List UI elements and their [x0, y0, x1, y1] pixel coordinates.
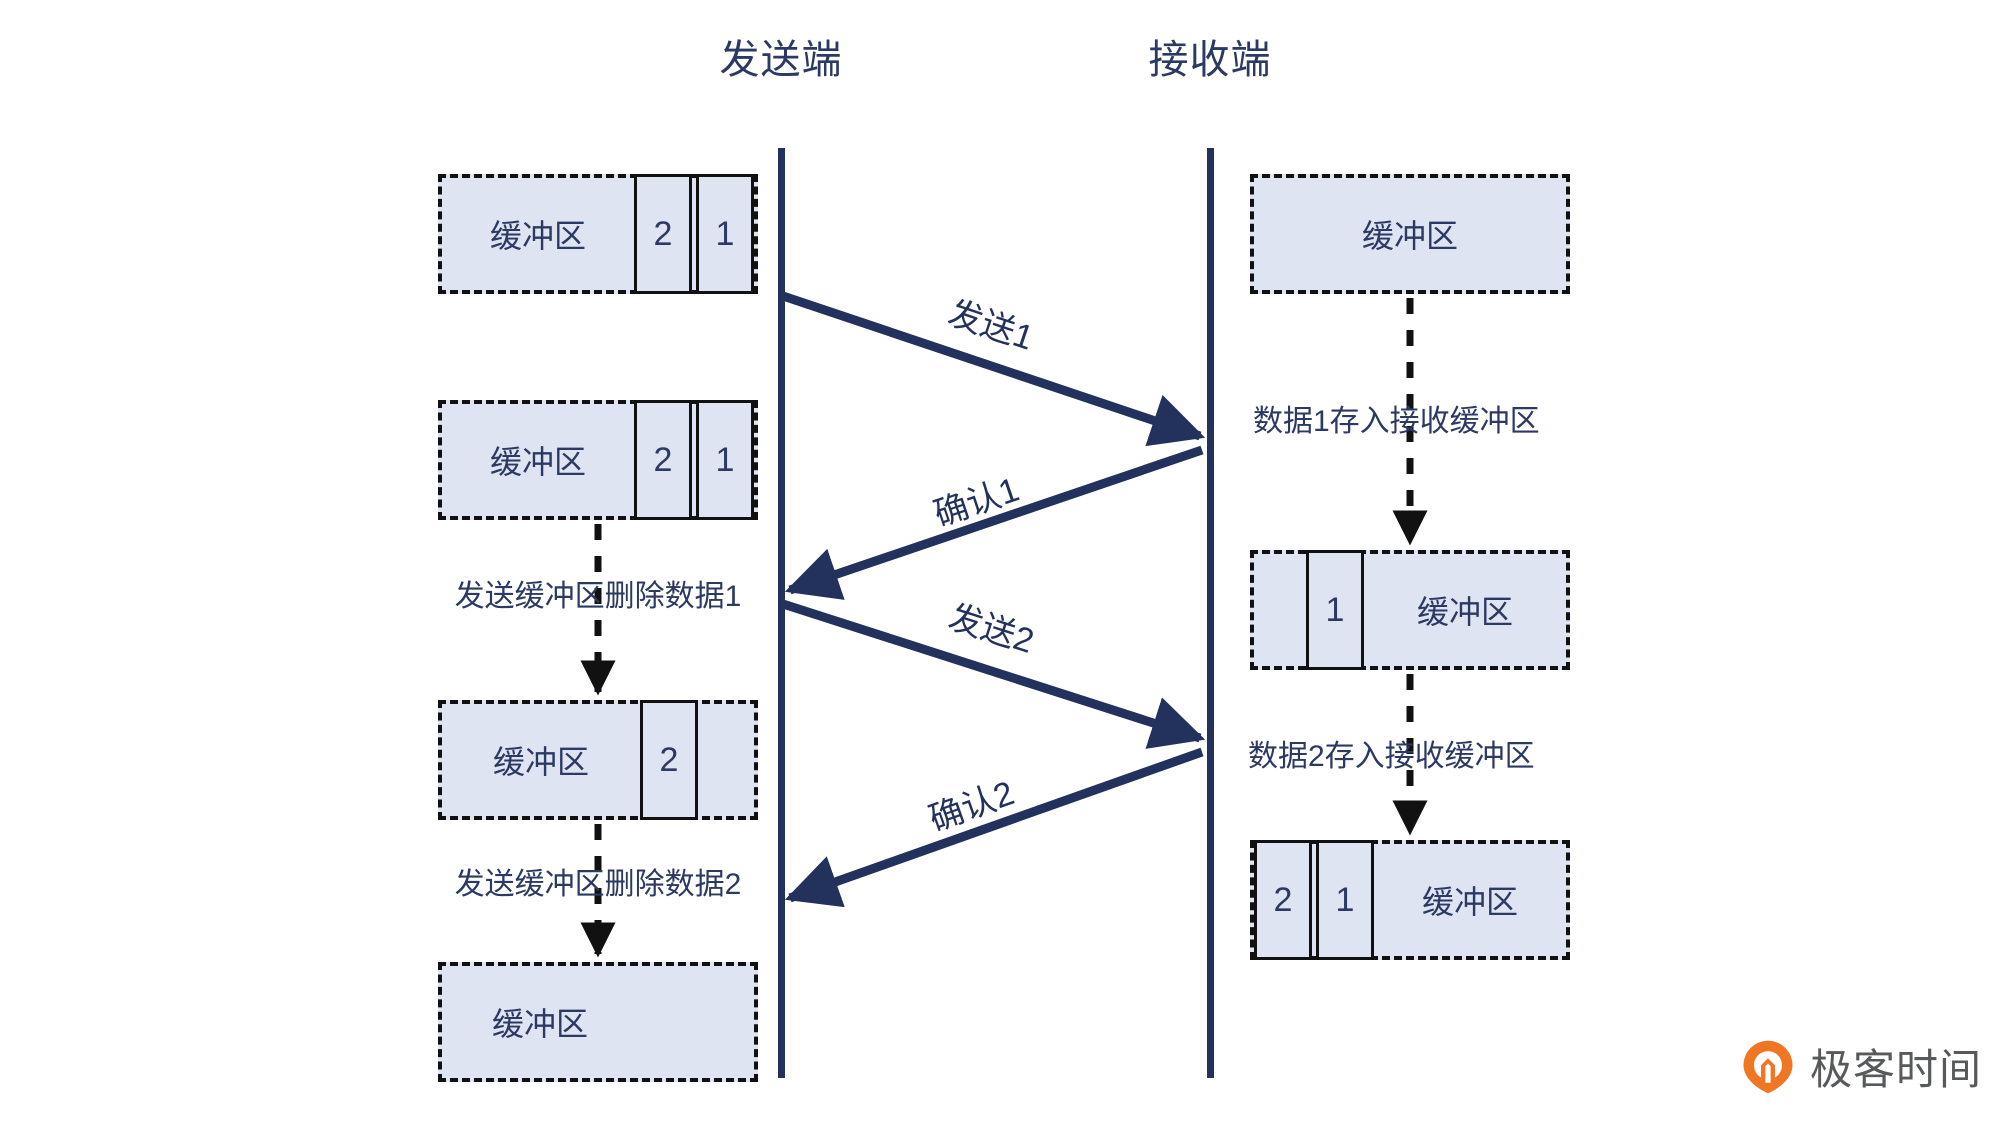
- buffer-label: 缓冲区: [489, 444, 586, 480]
- receiver-annot-1: 数据1存入接收缓冲区: [1253, 405, 1540, 438]
- receiver-lifeline: [1207, 148, 1214, 1078]
- sender-state-3: 缓冲区 2: [438, 700, 758, 820]
- sender-state-1: 缓冲区 2 1: [438, 174, 758, 294]
- buffer-label: 缓冲区: [492, 744, 589, 780]
- message-send-1-label: 发送1: [943, 294, 1039, 358]
- message-confirm-1-label: 确认1: [929, 470, 1024, 535]
- buffer-cell: 2: [634, 400, 692, 520]
- message-confirm-2-label: 确认2: [924, 774, 1019, 839]
- receiver-state-3: 2 1 缓冲区: [1250, 840, 1570, 960]
- sender-annot-2: 发送缓冲区删除数据2: [454, 868, 742, 901]
- buffer-label: 缓冲区: [1416, 594, 1513, 630]
- message-confirm-1-arrow: [784, 445, 1204, 600]
- buffer-cell: 2: [1254, 840, 1312, 960]
- message-confirm-2-arrow: [784, 747, 1204, 908]
- buffer-cell: 2: [640, 700, 698, 820]
- receiver-column-title: 接收端: [1148, 38, 1272, 82]
- sender-annot-1: 发送缓冲区删除数据1: [454, 580, 742, 613]
- buffer-label: 缓冲区: [489, 218, 586, 254]
- receiver-state-2: 1 缓冲区: [1250, 550, 1570, 670]
- receiver-state-1: 缓冲区: [1250, 174, 1570, 294]
- brand-wordmark: 极客时间: [1810, 1046, 1983, 1093]
- buffer-cell: 1: [1306, 550, 1364, 670]
- location-pin-icon: [1743, 1040, 1793, 1093]
- sender-state-4: 缓冲区: [438, 962, 758, 1082]
- buffer-label: 缓冲区: [1421, 884, 1518, 920]
- sender-lifeline: [778, 148, 785, 1078]
- buffer-empty-slot: [698, 704, 754, 816]
- buffer-cell: 1: [696, 400, 754, 520]
- buffer-empty-slot: [1254, 554, 1306, 666]
- receiver-annot-2: 数据2存入接收缓冲区: [1248, 740, 1535, 773]
- message-send-2-label: 发送2: [943, 598, 1039, 661]
- brand-logo: 极客时间: [1740, 1036, 1982, 1097]
- sender-column-title: 发送端: [719, 38, 843, 82]
- buffer-cell: 1: [1316, 840, 1374, 960]
- sender-state-2: 缓冲区 2 1: [438, 400, 758, 520]
- buffer-cell: 2: [634, 174, 692, 294]
- buffer-label: 缓冲区: [1361, 218, 1458, 254]
- buffer-cell: 1: [696, 174, 754, 294]
- buffer-label: 缓冲区: [492, 1006, 589, 1042]
